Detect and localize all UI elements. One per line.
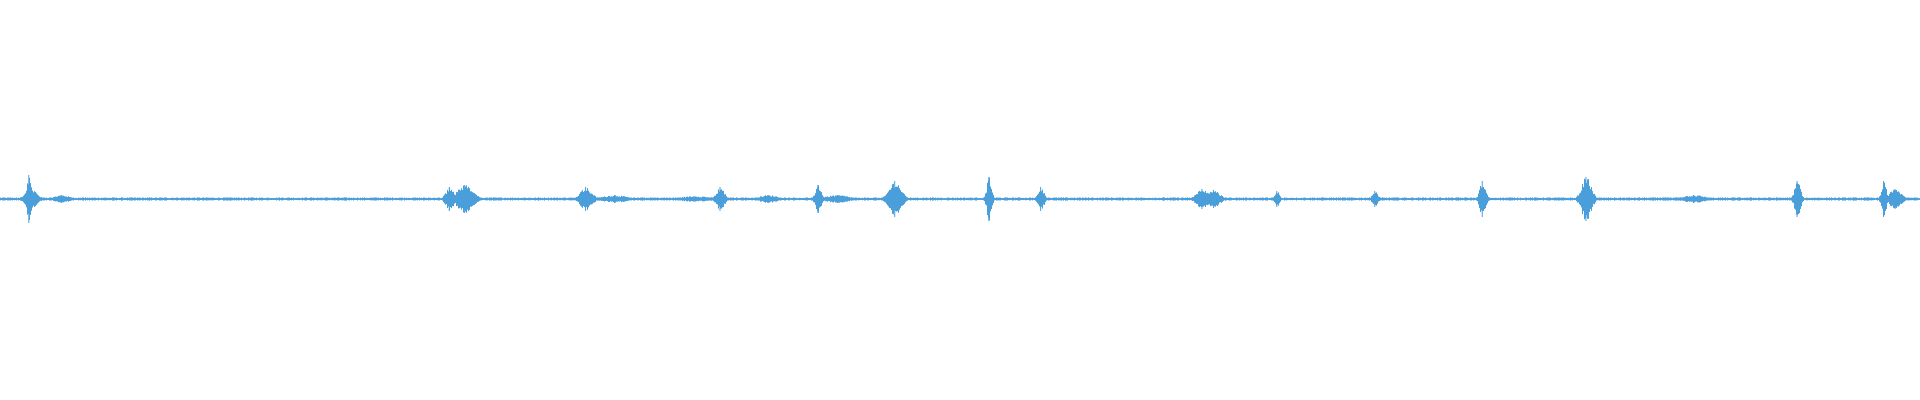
waveform-trace (0, 175, 1920, 223)
waveform-envelope (0, 177, 1920, 221)
